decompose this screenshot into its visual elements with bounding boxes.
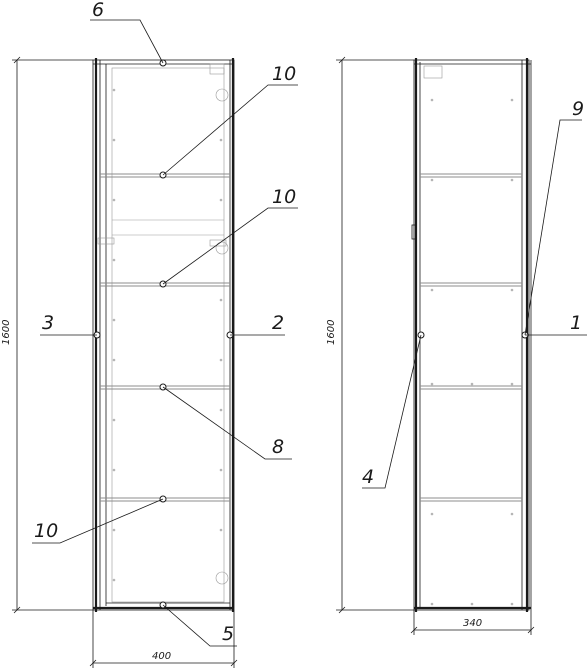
- leader-10a: [162, 84, 298, 176]
- side-support-holes: [430, 98, 514, 606]
- front-hinges: [97, 63, 229, 585]
- callout-2: 2: [272, 312, 284, 334]
- leader-10c: [32, 498, 164, 544]
- leader-5: [162, 604, 237, 647]
- callout-10-bottom: 10: [34, 520, 58, 542]
- callout-4: 4: [362, 466, 374, 488]
- leader-9: [524, 119, 582, 336]
- callout-10-top: 10: [272, 63, 296, 85]
- front-support-holes: [112, 88, 223, 582]
- leader-4: [362, 334, 422, 489]
- callout-1: 1: [570, 312, 582, 334]
- callout-5: 5: [222, 623, 234, 645]
- front-leaders: [32, 19, 298, 647]
- front-width-label: 400: [152, 651, 171, 662]
- callout-labels: 6 10 10 3 2 8 10 5 9 1 4: [34, 0, 584, 645]
- callout-9: 9: [572, 98, 584, 120]
- callout-6: 6: [92, 0, 104, 21]
- callout-10-middle: 10: [272, 186, 296, 208]
- hinge-icon: [215, 241, 229, 255]
- side-handle: [411, 224, 417, 240]
- callout-8: 8: [272, 436, 284, 458]
- side-depth-label: 340: [463, 618, 482, 629]
- side-height-label: 1600: [326, 320, 337, 345]
- callout-3: 3: [42, 312, 54, 334]
- front-dimensions: [12, 56, 238, 668]
- dimension-labels: 1600 400 1600 340: [1, 320, 482, 662]
- side-dimensions: [336, 56, 535, 635]
- side-shelves: [420, 173, 522, 502]
- side-leaders: [362, 119, 587, 489]
- front-height-label: 1600: [1, 320, 12, 345]
- front-view: [92, 58, 235, 612]
- front-shelves: [100, 173, 230, 502]
- hinge-icon: [215, 88, 229, 102]
- side-cabinet-outline: [413, 59, 530, 611]
- leader-8: [162, 386, 292, 460]
- leader-10b: [162, 207, 298, 285]
- hinge-icon: [215, 571, 229, 585]
- side-view: [411, 58, 532, 612]
- front-cabinet-outline: [92, 59, 235, 611]
- leader-6: [90, 19, 164, 64]
